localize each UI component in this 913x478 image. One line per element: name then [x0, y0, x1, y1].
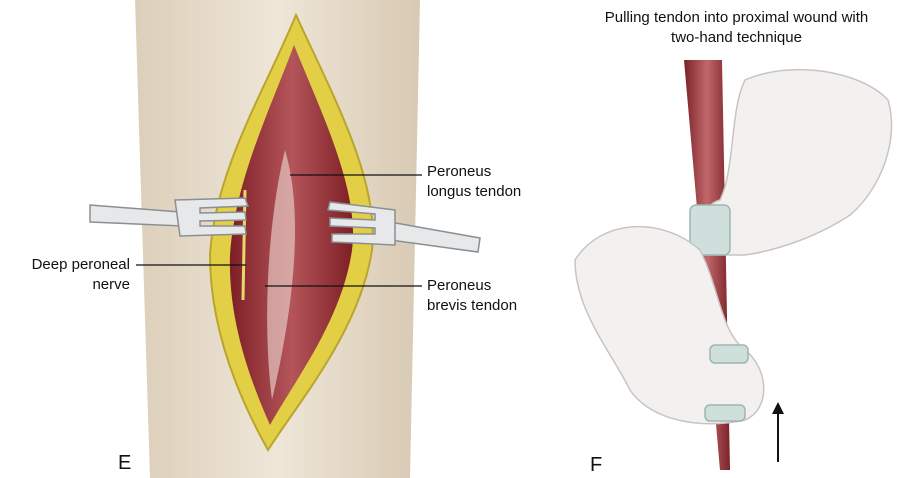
left-retractor — [89, 197, 250, 237]
label-peroneus-longus: Peroneus longus tendon — [427, 162, 521, 202]
panel-letter-f: F — [590, 454, 603, 476]
label-line: Peroneus — [427, 163, 492, 180]
label-peroneus-brevis: Peroneus brevis tendon — [427, 276, 517, 316]
label-line: Peroneus — [427, 277, 492, 294]
panel-f-caption: Pulling tendon into proximal wound with … — [560, 8, 913, 48]
right-retractor — [327, 201, 481, 253]
pull-arrow-icon — [772, 402, 784, 462]
panel-letter-e: E — [118, 452, 132, 474]
label-line: nerve — [92, 276, 130, 293]
peroneus-brevis-tendon — [267, 150, 295, 400]
incision-wound — [208, 12, 374, 452]
label-deep-peroneal-nerve: Deep peroneal nerve — [32, 255, 130, 295]
label-line: brevis tendon — [427, 297, 518, 314]
lower-hand — [574, 225, 765, 425]
upper-hand — [689, 68, 893, 256]
caption-line: two-hand technique — [671, 29, 802, 46]
deep-peroneal-nerve — [241, 189, 247, 301]
leader-lines — [136, 174, 422, 287]
label-line: longus tendon — [427, 183, 522, 200]
caption-line: Pulling tendon into proximal wound with — [604, 9, 869, 26]
label-line: Deep peroneal — [31, 256, 130, 273]
